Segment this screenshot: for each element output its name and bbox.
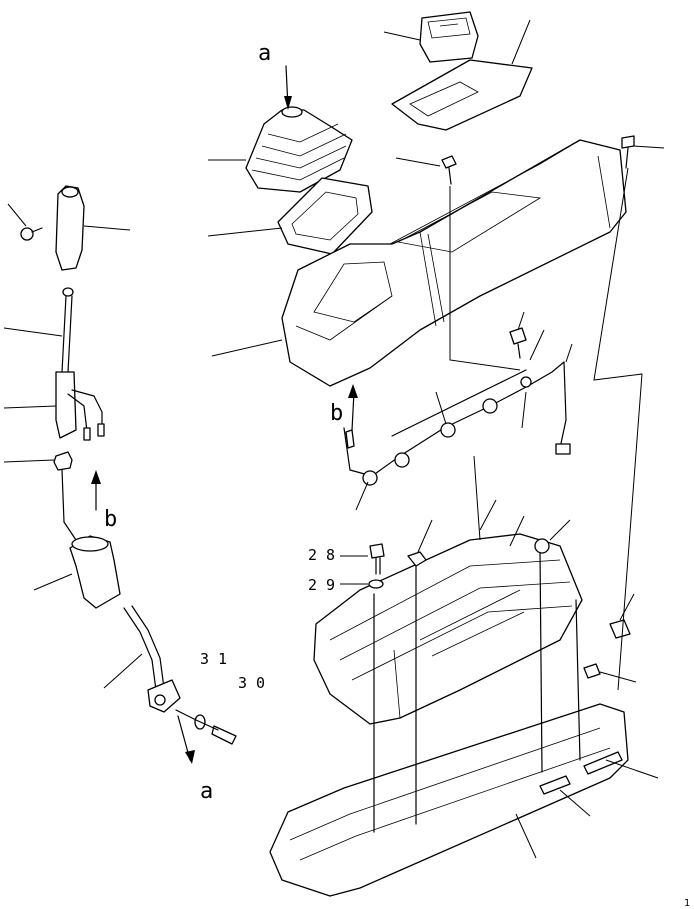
boot-frame xyxy=(277,177,373,255)
bolt-mid xyxy=(509,327,527,359)
wire-harness xyxy=(343,361,571,486)
switch-part xyxy=(419,11,479,63)
washer-29 xyxy=(368,579,384,589)
shift-knob xyxy=(55,185,85,271)
grommet-right xyxy=(534,538,550,554)
part-28-label: 2 8 xyxy=(308,546,335,564)
ref-a-bottom-label: a xyxy=(200,779,213,804)
clip-mid xyxy=(407,551,427,567)
knob-screw xyxy=(20,227,43,241)
arrow-a-bottom xyxy=(177,715,195,764)
arrow-a-top xyxy=(284,65,292,110)
part-30-label: 3 0 xyxy=(238,674,265,692)
console-housing xyxy=(281,139,627,387)
part-31-label: 3 1 xyxy=(200,650,227,668)
bolt-top-right xyxy=(621,135,635,169)
ref-a-top-label: a xyxy=(258,41,271,66)
page-corner-label: 1 xyxy=(684,898,690,909)
shift-lever xyxy=(55,287,105,441)
panel-cover xyxy=(391,59,533,131)
leader-lines xyxy=(3,19,665,859)
shift-boot xyxy=(245,106,353,193)
lever-base xyxy=(69,535,121,609)
ref-b-mid-label: b xyxy=(330,401,343,426)
clip-right xyxy=(583,663,601,679)
arrow-b-left xyxy=(91,470,101,511)
lever-nut xyxy=(53,451,73,471)
part-29-label: 2 9 xyxy=(308,576,335,594)
arrow-b-mid xyxy=(348,384,358,431)
screw-top xyxy=(441,155,457,185)
ref-b-left-label: b xyxy=(104,507,117,532)
bolt-right xyxy=(609,619,631,639)
bottom-tray xyxy=(269,703,629,897)
bent-rod xyxy=(123,605,181,713)
bolt-28 xyxy=(369,543,385,575)
